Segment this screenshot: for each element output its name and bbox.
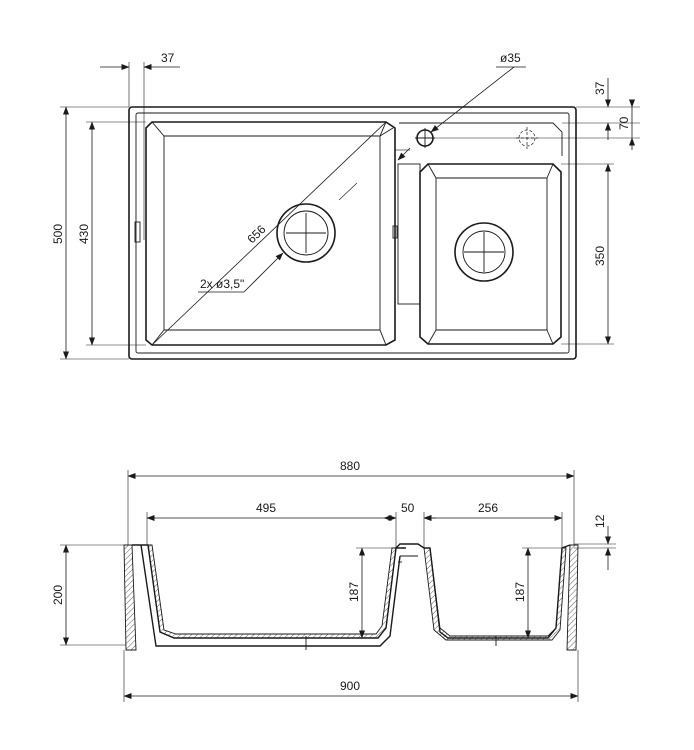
dim-height: 200 [51,585,65,605]
dim-drain: 2x ø3,5" [200,277,244,291]
dim-total-width: 900 [340,679,360,693]
top-view: 37 ø35 37 70 500 430 350 [51,51,640,360]
large-bowl-section [132,544,406,639]
dim-top-offset: 37 [593,81,607,95]
divider-area [397,163,421,305]
large-bowl [145,121,396,346]
large-drain-outer [276,203,336,263]
small-bowl [419,163,562,345]
dim-top-width: 880 [340,459,360,473]
dim-rim: 12 [593,514,607,528]
dim-diagonal: 656 [244,222,268,246]
right-wall [566,544,579,651]
dim-small-bowl-width: 256 [478,501,498,515]
small-bowl-section [424,544,571,639]
dim-bowl-height: 430 [77,224,91,244]
dim-hole-diameter: ø35 [500,51,521,65]
small-drain-inner [462,230,506,274]
divider-section [395,543,425,549]
divider-button [392,225,398,239]
dim-big-bowl-depth: 187 [347,582,361,602]
dim-small-bowl-depth: 187 [513,582,527,602]
dim-depth-total: 500 [51,224,65,244]
dim-divider-width: 50 [401,501,415,515]
sink-rim-inner [135,112,570,354]
large-drain-inner [283,210,329,256]
section-view: 880 495 50 256 12 200 187 [51,459,616,702]
dim-small-bowl-height: 350 [593,246,607,266]
overflow-slot [134,221,141,243]
dim-tap-offset: 70 [617,116,631,130]
dim-overhang: 37 [161,51,175,65]
small-drain-outer [454,222,514,282]
sink-outline [128,106,577,360]
dim-big-bowl-width: 495 [256,501,276,515]
left-wall [123,544,137,651]
